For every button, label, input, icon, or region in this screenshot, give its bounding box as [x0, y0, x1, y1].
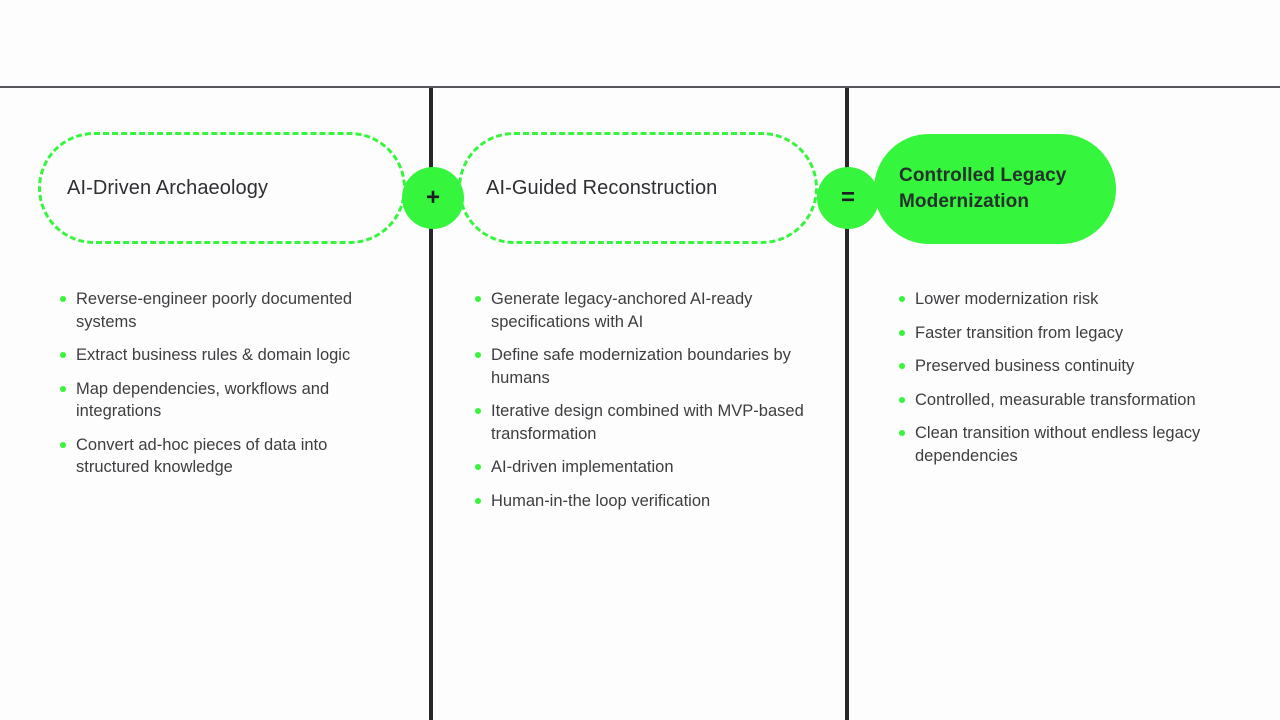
bullet-dot-icon: [475, 352, 481, 358]
bullet-dot-icon: [475, 464, 481, 470]
bullet-dot-icon: [899, 296, 905, 302]
pill-ai-driven-archaeology: AI-Driven Archaeology: [38, 132, 406, 244]
bullet-dot-icon: [899, 430, 905, 436]
column-divider-2: [845, 88, 849, 720]
bullet-dot-icon: [475, 497, 481, 504]
bullet-dot-icon: [899, 329, 905, 336]
bullet-text: AI-driven implementation: [491, 458, 674, 476]
bullet-dot-icon: [899, 363, 905, 369]
bullet-dot-icon: [60, 296, 66, 302]
list-item: Clean transition without endless legacy …: [899, 422, 1251, 467]
bullet-dot-icon: [475, 408, 481, 414]
pill-title: AI-Driven Archaeology: [67, 176, 269, 199]
equals-glyph: =: [840, 184, 855, 211]
bullet-dot-icon: [475, 296, 481, 302]
bullet-text: Convert ad-hoc pieces of data into struc…: [76, 435, 328, 477]
list-item: Human-in-the loop verification: [475, 490, 817, 513]
bullet-list-reconstruction: Generate legacy-anchored AI-ready specif…: [475, 288, 817, 523]
bullet-dot-icon: [60, 441, 66, 448]
list-item: Faster transition from legacy: [899, 322, 1251, 345]
bullet-dot-icon: [60, 385, 66, 392]
list-item: Preserved business continuity: [899, 355, 1251, 378]
list-item: Generate legacy-anchored AI-ready specif…: [475, 288, 817, 333]
bullet-text: Map dependencies, workflows and integrat…: [76, 379, 330, 421]
pill-ai-guided-reconstruction: AI-Guided Reconstruction: [458, 132, 818, 244]
list-item: Define safe modernization boundaries by …: [475, 344, 817, 389]
list-item: Extract business rules & domain logic: [60, 344, 394, 367]
list-item: Iterative design combined with MVP-based…: [475, 400, 817, 445]
list-item: Map dependencies, workflows and integrat…: [60, 378, 394, 423]
list-item: Lower modernization risk: [899, 288, 1251, 311]
list-item: Controlled, measurable transformation: [899, 389, 1251, 412]
bullet-text: Define safe modernization boundaries by …: [491, 346, 791, 387]
bullet-dot-icon: [899, 396, 905, 403]
plus-icon: +: [402, 167, 464, 229]
list-item: Reverse-engineer poorly documented syste…: [60, 288, 394, 333]
list-item: AI-driven implementation: [475, 456, 817, 479]
pill-title: AI-Guided Reconstruction: [486, 176, 718, 199]
bullet-list-modernization: Lower modernization risk Faster transiti…: [899, 288, 1251, 478]
top-divider-rule: [0, 86, 1280, 88]
bullet-list-archaeology: Reverse-engineer poorly documented syste…: [60, 288, 394, 490]
bullet-text: Preserved business continuity: [915, 357, 1135, 375]
bullet-text: Extract business rules & domain logic: [76, 346, 351, 364]
bullet-text: Lower modernization risk: [915, 290, 1099, 308]
bullet-text: Faster transition from legacy: [915, 323, 1124, 342]
bullet-text: Generate legacy-anchored AI-ready specif…: [491, 290, 753, 331]
bullet-text: Reverse-engineer poorly documented syste…: [76, 290, 353, 331]
bullet-text: Iterative design combined with MVP-based…: [491, 402, 804, 443]
bullet-text: Controlled, measurable transformation: [915, 390, 1196, 409]
bullet-dot-icon: [60, 352, 66, 358]
pill-controlled-legacy-modernization: Controlled Legacy Modernization: [874, 134, 1116, 244]
plus-glyph: +: [425, 184, 440, 211]
list-item: Convert ad-hoc pieces of data into struc…: [60, 434, 394, 479]
column-divider-1: [429, 88, 433, 720]
bullet-text: Human-in-the loop verification: [491, 491, 711, 510]
equals-icon: =: [817, 167, 879, 229]
bullet-text: Clean transition without endless legacy …: [915, 424, 1201, 465]
pill-title: Controlled Legacy Modernization: [899, 165, 1067, 212]
